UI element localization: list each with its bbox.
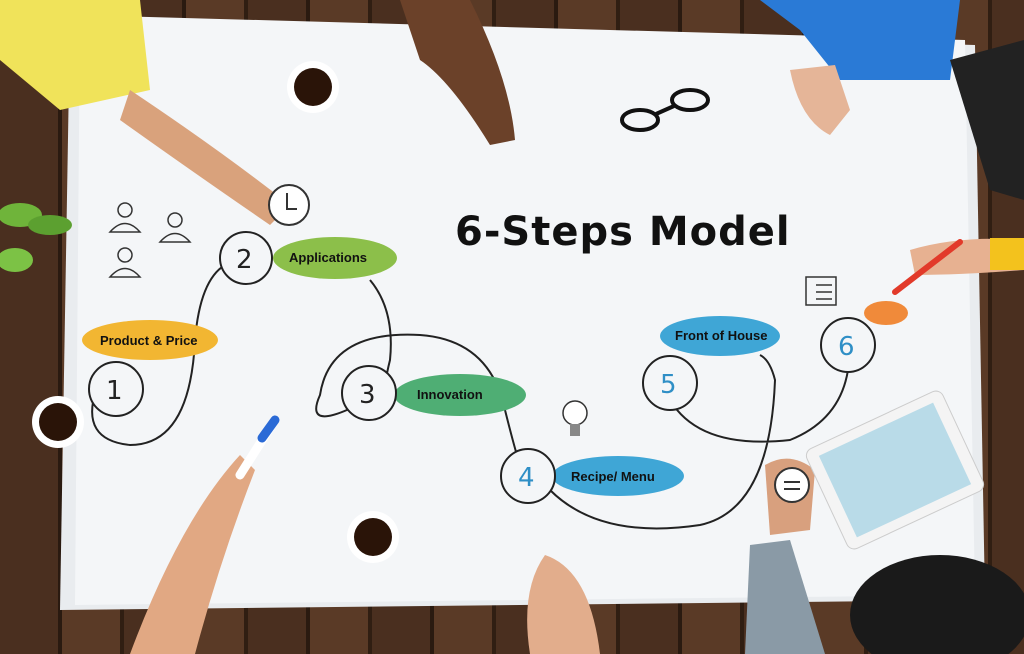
plant-leaves	[0, 203, 72, 272]
step-4-label-blob	[552, 456, 684, 496]
step-1-circle	[88, 361, 144, 417]
step-3-circle	[341, 365, 397, 421]
tablet	[805, 390, 985, 550]
yellow-sleeve-arm	[0, 0, 150, 110]
step-2-number: 2	[236, 245, 253, 275]
step-4-circle	[500, 448, 556, 504]
person-head	[850, 555, 1024, 654]
lightbulb-icon	[562, 400, 588, 436]
step-3-number: 3	[359, 380, 376, 410]
step-6-number: 6	[838, 332, 855, 362]
diagram-title: 6-Steps Model	[455, 209, 791, 255]
hand-bottom	[527, 555, 600, 654]
orange-blob	[864, 301, 908, 325]
step-5-label: Front of House	[675, 328, 767, 343]
hand-pointing	[120, 90, 290, 225]
grey-sleeve-arm	[745, 540, 825, 654]
red-marker	[892, 239, 963, 295]
step-5-label-blob	[660, 316, 780, 356]
people-icon	[108, 202, 192, 278]
step-1-label-blob	[82, 320, 218, 360]
tablet-corner	[950, 40, 1024, 200]
clock-icon	[268, 184, 310, 226]
step-2-label-blob	[273, 237, 397, 279]
step-2-label: Applications	[289, 250, 367, 265]
checklist-icon	[805, 276, 837, 306]
chat-bubble-icon	[774, 467, 810, 503]
step-5-circle	[642, 355, 698, 411]
step-6-circle	[820, 317, 876, 373]
yellow-sleeve-right	[990, 238, 1024, 270]
coffee-cup-icon	[32, 396, 84, 448]
hand-top-right	[790, 65, 850, 135]
blue-marker-cap	[257, 415, 280, 443]
paper-sheet	[75, 15, 975, 605]
blue-sleeve-arm	[760, 0, 960, 80]
step-5-number: 5	[660, 370, 677, 400]
glasses-icon	[620, 88, 710, 132]
hand-top	[400, 0, 515, 145]
step-1-number: 1	[106, 376, 123, 406]
coffee-cup-icon	[347, 511, 399, 563]
step-2-circle	[219, 231, 273, 285]
step-1-label: Product & Price	[100, 333, 198, 348]
step-4-label: Recipe/ Menu	[571, 469, 655, 484]
step-3-label: Innovation	[417, 387, 483, 402]
coffee-cup-icon	[287, 61, 339, 113]
hand-bottom-left	[130, 455, 255, 654]
step-4-number: 4	[518, 463, 535, 493]
step-path-line	[91, 264, 849, 530]
step-3-label-blob	[394, 374, 526, 416]
